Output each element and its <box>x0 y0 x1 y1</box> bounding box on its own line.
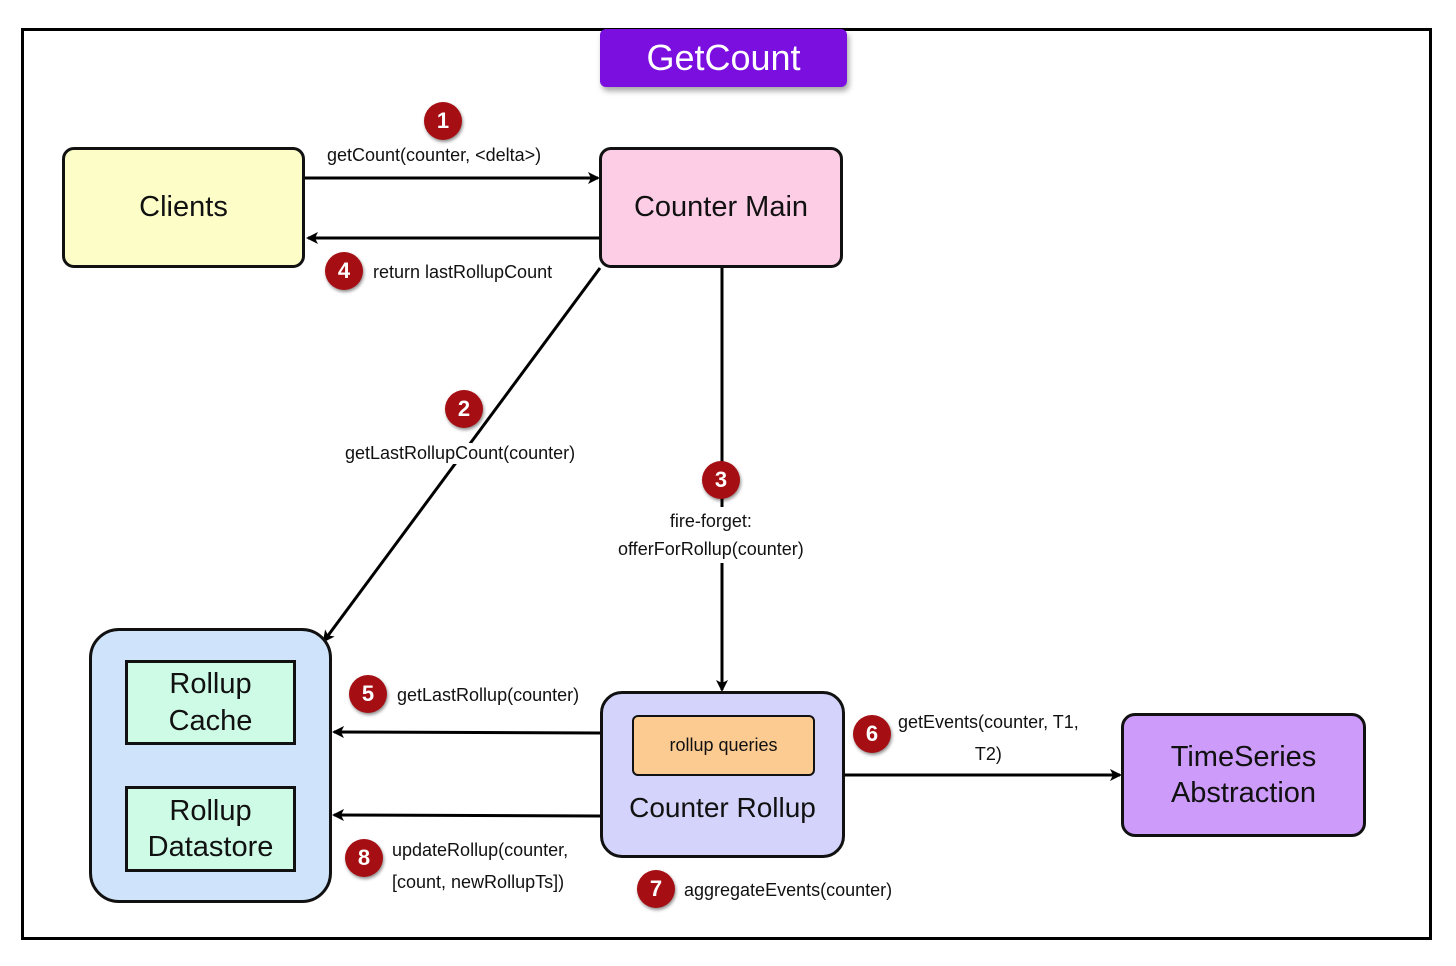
step-1-badge: 1 <box>424 102 462 140</box>
step-6-label-line2: T2) <box>974 744 1002 764</box>
step-8-label: updateRollup(counter, [count, newRollupT… <box>390 834 571 898</box>
step-6-badge: 6 <box>853 715 891 753</box>
step-2-label: getLastRollupCount(counter) <box>343 443 578 464</box>
rollup-datastore-label: Rollup Datastore <box>147 794 274 863</box>
step-6-label: getEvents(counter, T1, T2) <box>896 706 1081 770</box>
step-4-label: return lastRollupCount <box>371 262 555 283</box>
step-3-badge: 3 <box>702 461 740 499</box>
step-8-label-line2: [count, newRollupTs]) <box>392 872 565 892</box>
arrow-step-8 <box>332 809 601 822</box>
step-1-label: getCount(counter, <delta>) <box>325 145 544 166</box>
rollup-cache-label: Rollup Cache <box>168 668 253 737</box>
arrow-step-5 <box>332 726 601 739</box>
step-3-label: fire-forget: offerForRollup(counter) <box>616 507 806 563</box>
step-2-badge: 2 <box>445 390 483 428</box>
diagram-title: GetCount <box>600 29 847 87</box>
timeseries-label: TimeSeries Abstraction <box>1170 740 1317 809</box>
step-3-label-line2: offerForRollup(counter) <box>618 539 804 559</box>
clients-label: Clients <box>139 191 228 224</box>
step-7-badge: 7 <box>637 870 675 908</box>
counter-main-label: Counter Main <box>633 191 809 224</box>
step-5-label: getLastRollup(counter) <box>395 685 582 706</box>
clients-box: Clients <box>62 147 305 268</box>
step-8-label-line1: updateRollup(counter, <box>392 840 569 860</box>
rollup-queries-box: rollup queries <box>632 715 815 776</box>
step-8-badge: 8 <box>345 839 383 877</box>
step-3-label-line1: fire-forget: <box>669 511 752 531</box>
step-4-badge: 4 <box>325 252 363 290</box>
counter-rollup-label: Counter Rollup <box>629 792 816 823</box>
rollup-cache-box: Rollup Cache <box>125 660 296 745</box>
step-6-label-line1: getEvents(counter, T1, <box>898 712 1079 732</box>
step-5-badge: 5 <box>349 675 387 713</box>
counter-main-box: Counter Main <box>599 147 843 268</box>
timeseries-box: TimeSeries Abstraction <box>1121 713 1366 837</box>
step-7-label: aggregateEvents(counter) <box>682 880 895 901</box>
rollup-queries-label: rollup queries <box>669 735 778 756</box>
rollup-datastore-box: Rollup Datastore <box>125 786 296 872</box>
